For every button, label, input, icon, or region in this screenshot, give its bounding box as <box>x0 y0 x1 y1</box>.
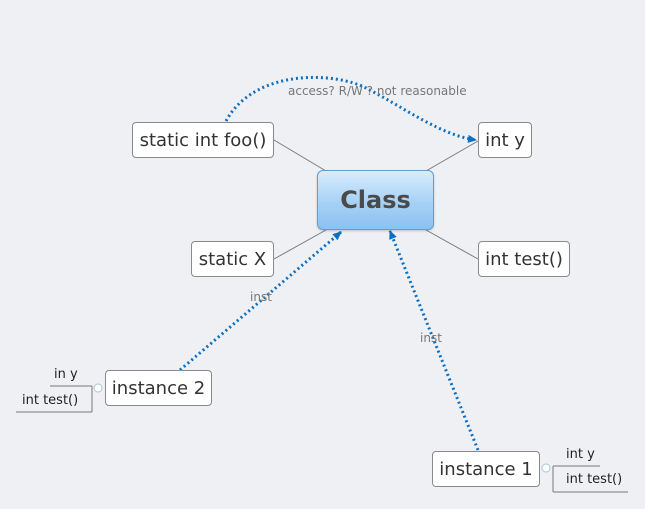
central-topic-class[interactable]: Class <box>317 170 434 230</box>
connector-int-y <box>425 140 479 172</box>
relation-access-arrow[interactable] <box>224 75 477 143</box>
topic-label: static int foo() <box>139 129 267 151</box>
topic-instance-2[interactable]: instance 2 <box>105 370 212 406</box>
topic-instance-1[interactable]: instance 1 <box>432 451 540 487</box>
topic-label: instance 2 <box>111 377 206 399</box>
central-topic-label: Class <box>340 186 411 214</box>
topic-int-y[interactable]: int y <box>478 122 532 158</box>
collapse-handle-instance2[interactable] <box>93 383 103 393</box>
relation-label-inst-left: inst <box>250 290 272 304</box>
connector-static-x <box>273 229 327 260</box>
subtopic-instance1-int-test[interactable]: int test() <box>566 472 623 487</box>
relation-label-access: access? R/W ? not reasonable <box>288 84 467 98</box>
relation-label-inst-right: inst <box>420 331 442 345</box>
topic-label: int y <box>485 129 525 151</box>
topic-label: static X <box>198 248 267 270</box>
subtopic-instance1-int-y[interactable]: int y <box>566 447 595 462</box>
topic-static-x[interactable]: static X <box>191 241 274 277</box>
topic-int-test[interactable]: int test() <box>478 241 570 277</box>
topic-static-int-foo[interactable]: static int foo() <box>132 122 274 158</box>
collapse-handle-instance1[interactable] <box>541 463 551 473</box>
subtopic-instance2-int-test[interactable]: int test() <box>22 393 79 408</box>
connector-int-test <box>425 229 479 260</box>
topic-label: instance 1 <box>439 458 533 480</box>
connector-static-foo <box>273 139 327 172</box>
relation-inst-left-arrow[interactable] <box>179 230 342 372</box>
topic-label: int test() <box>485 248 563 270</box>
subtopic-instance2-in-y[interactable]: in y <box>54 367 78 382</box>
relation-inst-right-arrow[interactable] <box>388 230 480 451</box>
